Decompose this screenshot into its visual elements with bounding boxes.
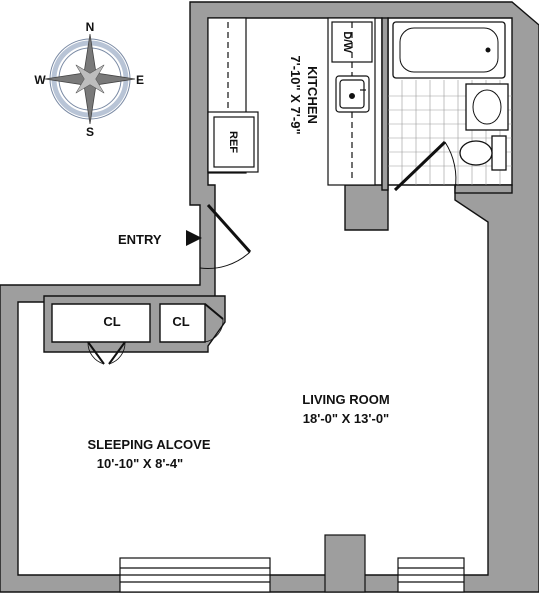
entry-label: ENTRY	[118, 232, 162, 247]
dishwasher-label: D/W	[341, 31, 353, 53]
windows	[119, 534, 465, 593]
closet-left-label: CL	[103, 314, 120, 329]
compass-north: N	[86, 20, 95, 34]
sleeping-alcove-name: SLEEPING ALCOVE	[87, 437, 210, 452]
refrigerator-label: REF	[227, 131, 239, 153]
living-room-name: LIVING ROOM	[302, 392, 389, 407]
compass-east: E	[136, 73, 144, 87]
sleeping-alcove-size: 10'-10" X 8'-4"	[97, 456, 183, 471]
closet-block	[43, 295, 226, 353]
toilet-tank	[491, 135, 507, 171]
kitchen-fixtures	[207, 17, 376, 186]
bath-door-swing	[444, 141, 457, 191]
triangle-right-icon	[186, 230, 202, 246]
doors	[87, 140, 457, 365]
entry-door-leaf	[206, 204, 252, 253]
compass-rose-icon	[44, 33, 136, 125]
column-pier	[324, 534, 366, 593]
entry-door-swing	[199, 251, 251, 269]
living-room-size: 18'-0" X 13'-0"	[303, 411, 389, 426]
bath-bottom-wall	[454, 184, 513, 194]
toilet-bowl	[459, 140, 493, 166]
kitchen-name: KITCHEN	[305, 66, 320, 124]
kitchen-size: 7'-10" X 7'-9"	[288, 55, 303, 134]
bath-divider-wall	[381, 17, 389, 191]
bath-door-leaf	[393, 140, 447, 192]
bathroom	[388, 21, 512, 185]
closet-right-label: CL	[172, 314, 189, 329]
compass-west: W	[34, 73, 46, 87]
compass-south: S	[86, 125, 94, 139]
